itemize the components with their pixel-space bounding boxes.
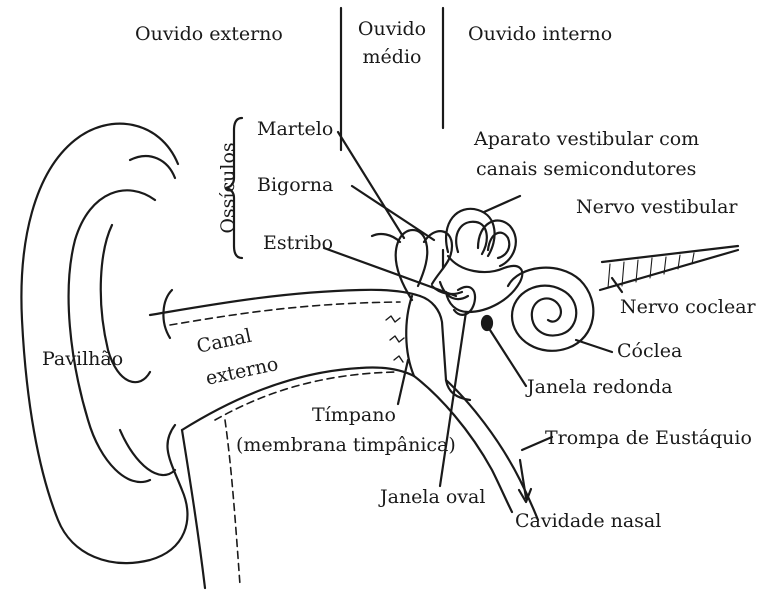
tympanum-texture bbox=[386, 316, 404, 362]
leader-estribo bbox=[324, 248, 456, 296]
leader-cochlea bbox=[576, 340, 612, 352]
label-eustachian-tube: Trompa de Eustáquio bbox=[545, 427, 752, 449]
leader-bigorna bbox=[352, 186, 434, 240]
label-nasal-cavity: Cavidade nasal bbox=[515, 510, 661, 532]
semicircular-canal-1-inner bbox=[456, 222, 487, 254]
label-vestibular-nerve: Nervo vestibular bbox=[576, 196, 738, 218]
leader-martelo bbox=[338, 132, 404, 238]
vestibular-nerve bbox=[600, 246, 738, 290]
label-eardrum-line1: Tímpano bbox=[312, 404, 396, 426]
region-outer-ear: Ouvido externo bbox=[135, 23, 283, 45]
ear-lobe bbox=[120, 430, 175, 475]
region-inner-ear: Ouvido interno bbox=[468, 23, 612, 45]
label-pinna: Pavilhão bbox=[42, 348, 123, 370]
tragus bbox=[163, 290, 172, 338]
helix-rim bbox=[130, 156, 175, 178]
head-outline bbox=[182, 430, 205, 588]
round-window-dot bbox=[482, 316, 492, 330]
region-middle-ear-line1: Ouvido bbox=[342, 18, 442, 40]
ossicles-group-label: Ossículos bbox=[217, 138, 239, 238]
leader-tympanum bbox=[398, 360, 408, 404]
label-oval-window: Janela oval bbox=[380, 486, 485, 508]
pinna-outline bbox=[21, 124, 187, 563]
leader-vestibular bbox=[484, 196, 520, 212]
anvil-bone bbox=[424, 231, 452, 284]
label-hammer: Martelo bbox=[257, 118, 333, 140]
hammer-handle bbox=[372, 234, 400, 242]
label-anvil: Bigorna bbox=[257, 174, 333, 196]
label-vestibular-apparatus-line2: canais semicondutores bbox=[476, 158, 696, 180]
stirrup-bone bbox=[432, 282, 468, 299]
antihelix bbox=[69, 190, 155, 482]
vestibular-nerve-hatch bbox=[608, 253, 694, 288]
label-cochlear-nerve: Nervo coclear bbox=[620, 296, 756, 318]
semicircular-canal-2-inner bbox=[488, 233, 509, 258]
label-eardrum-line2: (membrana timpânica) bbox=[236, 434, 456, 456]
label-round-window: Janela redonda bbox=[527, 376, 673, 398]
label-vestibular-apparatus-line1: Aparato vestibular com bbox=[474, 128, 699, 150]
region-middle-ear-line2: médio bbox=[342, 46, 442, 68]
hammer-bone bbox=[396, 230, 428, 300]
vestibule bbox=[446, 256, 522, 312]
label-cochlea: Cóclea bbox=[617, 340, 682, 362]
label-stirrup: Estribo bbox=[263, 232, 333, 254]
